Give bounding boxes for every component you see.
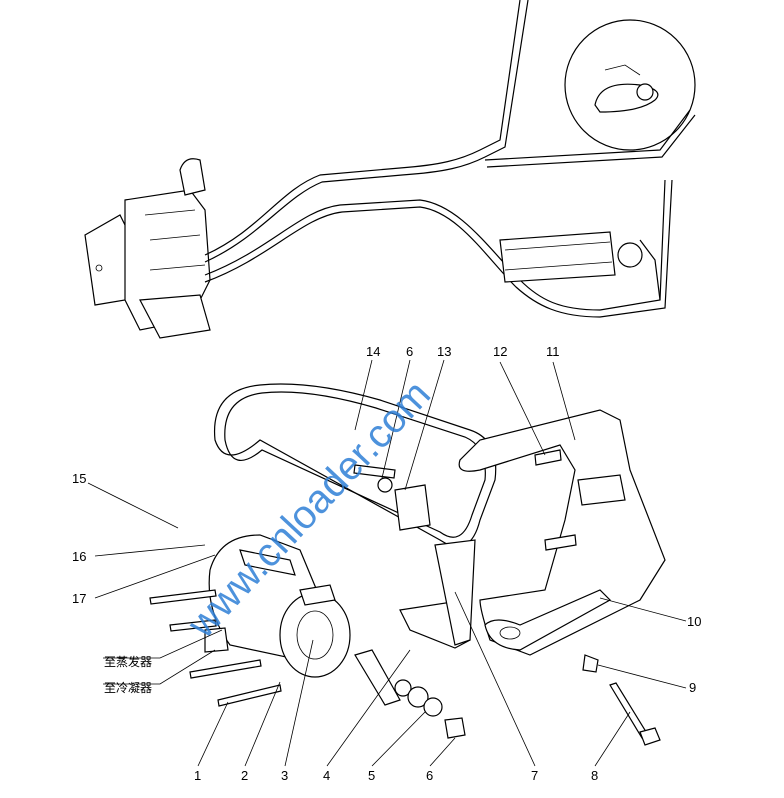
callout-12: 12 <box>493 344 507 359</box>
note-to-condenser: 至冷凝器 <box>104 680 152 695</box>
bolts <box>149 449 661 746</box>
callout-9: 9 <box>689 680 696 695</box>
callout-14: 14 <box>366 344 380 359</box>
refrigerant-lines <box>204 0 696 318</box>
callout-7: 7 <box>531 768 538 783</box>
compressor-bracket <box>394 484 476 649</box>
callout-16: 16 <box>72 549 86 564</box>
leader-lines <box>87 359 687 767</box>
callout-6: 6 <box>426 768 433 783</box>
hvac-unit <box>84 158 211 339</box>
condenser <box>499 231 643 283</box>
callout-10: 10 <box>687 614 701 629</box>
callout-2: 2 <box>241 768 248 783</box>
callout-8: 8 <box>591 768 598 783</box>
compressor <box>204 534 351 678</box>
callout-3: 3 <box>281 768 288 783</box>
callout-17: 17 <box>72 591 86 606</box>
note-to-evaporator: 至蒸发器 <box>104 654 152 669</box>
callout-6-top: 6 <box>406 344 413 359</box>
mounting-bracket <box>458 409 666 656</box>
callout-11: 11 <box>546 344 560 359</box>
callout-5: 5 <box>368 768 375 783</box>
callout-4: 4 <box>323 768 330 783</box>
callout-1: 1 <box>194 768 201 783</box>
callout-labels: 14 6 13 12 11 15 16 17 10 9 8 7 6 5 4 3 … <box>72 344 701 783</box>
callout-15: 15 <box>72 471 86 486</box>
detail-view-circle <box>564 19 696 151</box>
callout-13: 13 <box>437 344 451 359</box>
